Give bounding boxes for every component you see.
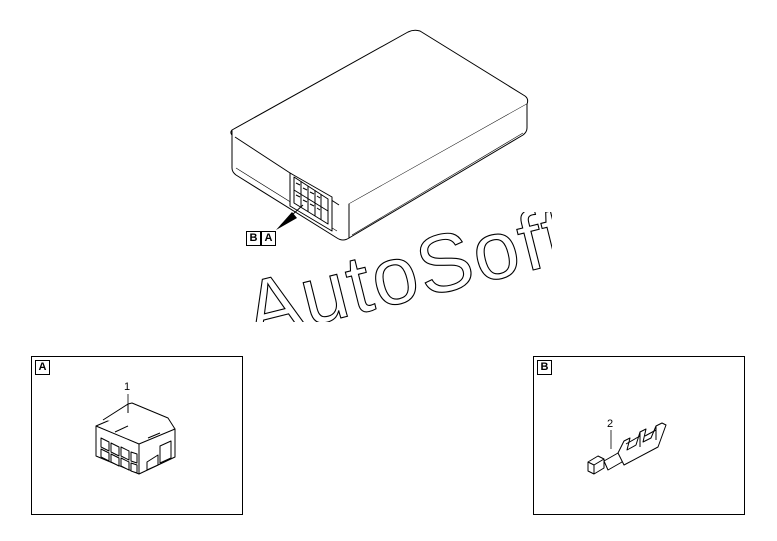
part-number-2: 2 [607, 418, 614, 430]
callout-label-a: A [261, 231, 276, 246]
detail-label-b: B [537, 360, 552, 375]
part-number-1: 1 [124, 381, 131, 393]
autosoft-watermark-logo: AutoSoft [235, 212, 552, 322]
callout-label-b: B [246, 231, 261, 246]
watermark-text: AutoSoft [236, 212, 552, 322]
detail-label-a: A [35, 360, 50, 375]
detail-frame-a: A [31, 356, 243, 515]
control-module [230, 29, 529, 241]
detail-frame-b: B [533, 356, 745, 515]
callout-arrow [276, 204, 304, 230]
